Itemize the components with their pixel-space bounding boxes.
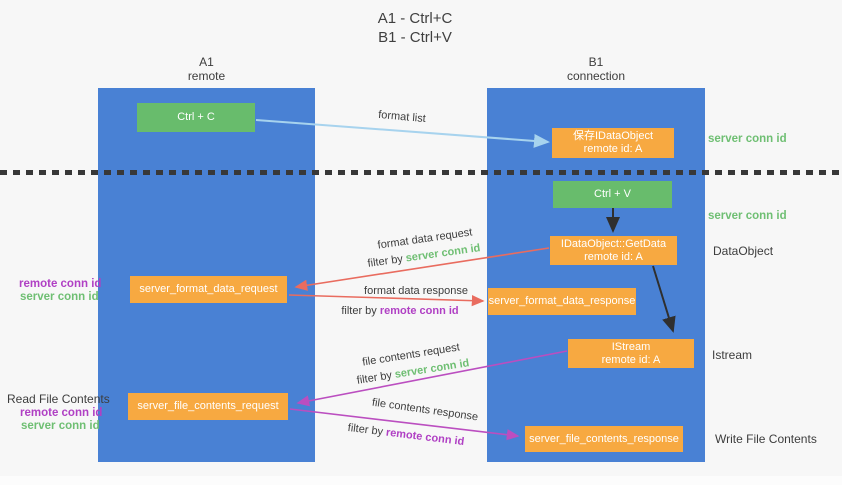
lane-a1-name: A1 <box>199 55 214 69</box>
edge-label-format-list: format list <box>377 108 427 126</box>
node-server-file-contents-response-label: server_file_contents_response <box>529 432 679 445</box>
filter-by-text: filter by <box>366 253 404 270</box>
node-ctrl-c-label: Ctrl + C <box>177 111 215 123</box>
lane-b1-name: B1 <box>588 55 604 69</box>
diagram-title: A1 - Ctrl+C B1 - Ctrl+V <box>310 9 520 47</box>
node-idataobject-getdata-line2: remote id: A <box>584 250 643 263</box>
bottom-window-edge <box>0 476 842 485</box>
node-server-format-data-request-label: server_format_data_request <box>139 283 278 295</box>
filter-by-text: filter by <box>347 421 384 439</box>
node-istream-line1: IStream <box>611 340 651 353</box>
edge-label-format-data-response: format data response <box>364 285 468 297</box>
lane-b1-role: connection <box>566 69 626 83</box>
node-save-dataobject-line1: 保存IDataObject <box>572 130 654 142</box>
annotation-read-file-contents: Read File Contents <box>7 392 110 406</box>
node-istream-line2: remote id: A <box>601 353 661 366</box>
annotation-server-conn-id-mid-left: server conn id <box>20 291 99 303</box>
node-idataobject-getdata: IDataObject::GetData remote id: A <box>550 236 677 265</box>
annotation-server-conn-id-top: server conn id <box>708 133 787 145</box>
annotation-istream: Istream <box>712 348 753 362</box>
title-line-1: A1 - Ctrl+C <box>377 10 453 27</box>
edge-label-file-contents-response: file contents response <box>371 396 479 424</box>
annotation-server-conn-id-bottom: server conn id <box>21 420 100 432</box>
title-line-2: B1 - Ctrl+V <box>378 29 452 46</box>
filter-by-text: filter by <box>341 305 377 317</box>
node-server-format-data-response: server_format_data_response <box>488 288 636 315</box>
node-istream: IStream remote id: A <box>568 339 694 368</box>
node-server-file-contents-request: server_file_contents_request <box>128 393 288 420</box>
lane-header-b1-connection: B1 connection <box>487 55 705 83</box>
annotation-dataobject: DataObject <box>713 244 774 258</box>
node-ctrl-v: Ctrl + V <box>553 181 672 208</box>
node-server-file-contents-response: server_file_contents_response <box>525 426 683 452</box>
node-ctrl-v-label: Ctrl + V <box>594 188 631 200</box>
node-ctrl-c: Ctrl + C <box>137 103 255 132</box>
node-idataobject-getdata-line1: IDataObject::GetData <box>560 237 667 250</box>
phase-separator-dotted-line <box>0 170 842 175</box>
annotation-remote-conn-id-bottom: remote conn id <box>20 407 103 419</box>
remote-conn-id-text: remote conn id <box>379 305 459 317</box>
annotation-remote-conn-id-mid: remote conn id <box>19 278 102 290</box>
remote-conn-id-text: remote conn id <box>385 426 465 449</box>
lane-header-a1-remote: A1 remote <box>98 55 315 83</box>
node-server-format-data-request: server_format_data_request <box>130 276 287 303</box>
annotation-server-conn-id-mid: server conn id <box>708 210 787 222</box>
lane-a1-role: remote <box>187 69 226 83</box>
node-server-file-contents-request-label: server_file_contents_request <box>137 400 279 412</box>
node-save-dataobject-line2: remote id: A <box>583 143 643 155</box>
filter-by-text: filter by <box>355 369 393 387</box>
node-save-dataobject: 保存IDataObject remote id: A <box>552 128 674 158</box>
annotation-write-file-contents: Write File Contents <box>715 432 817 446</box>
node-server-format-data-response-label: server_format_data_response <box>488 295 636 307</box>
